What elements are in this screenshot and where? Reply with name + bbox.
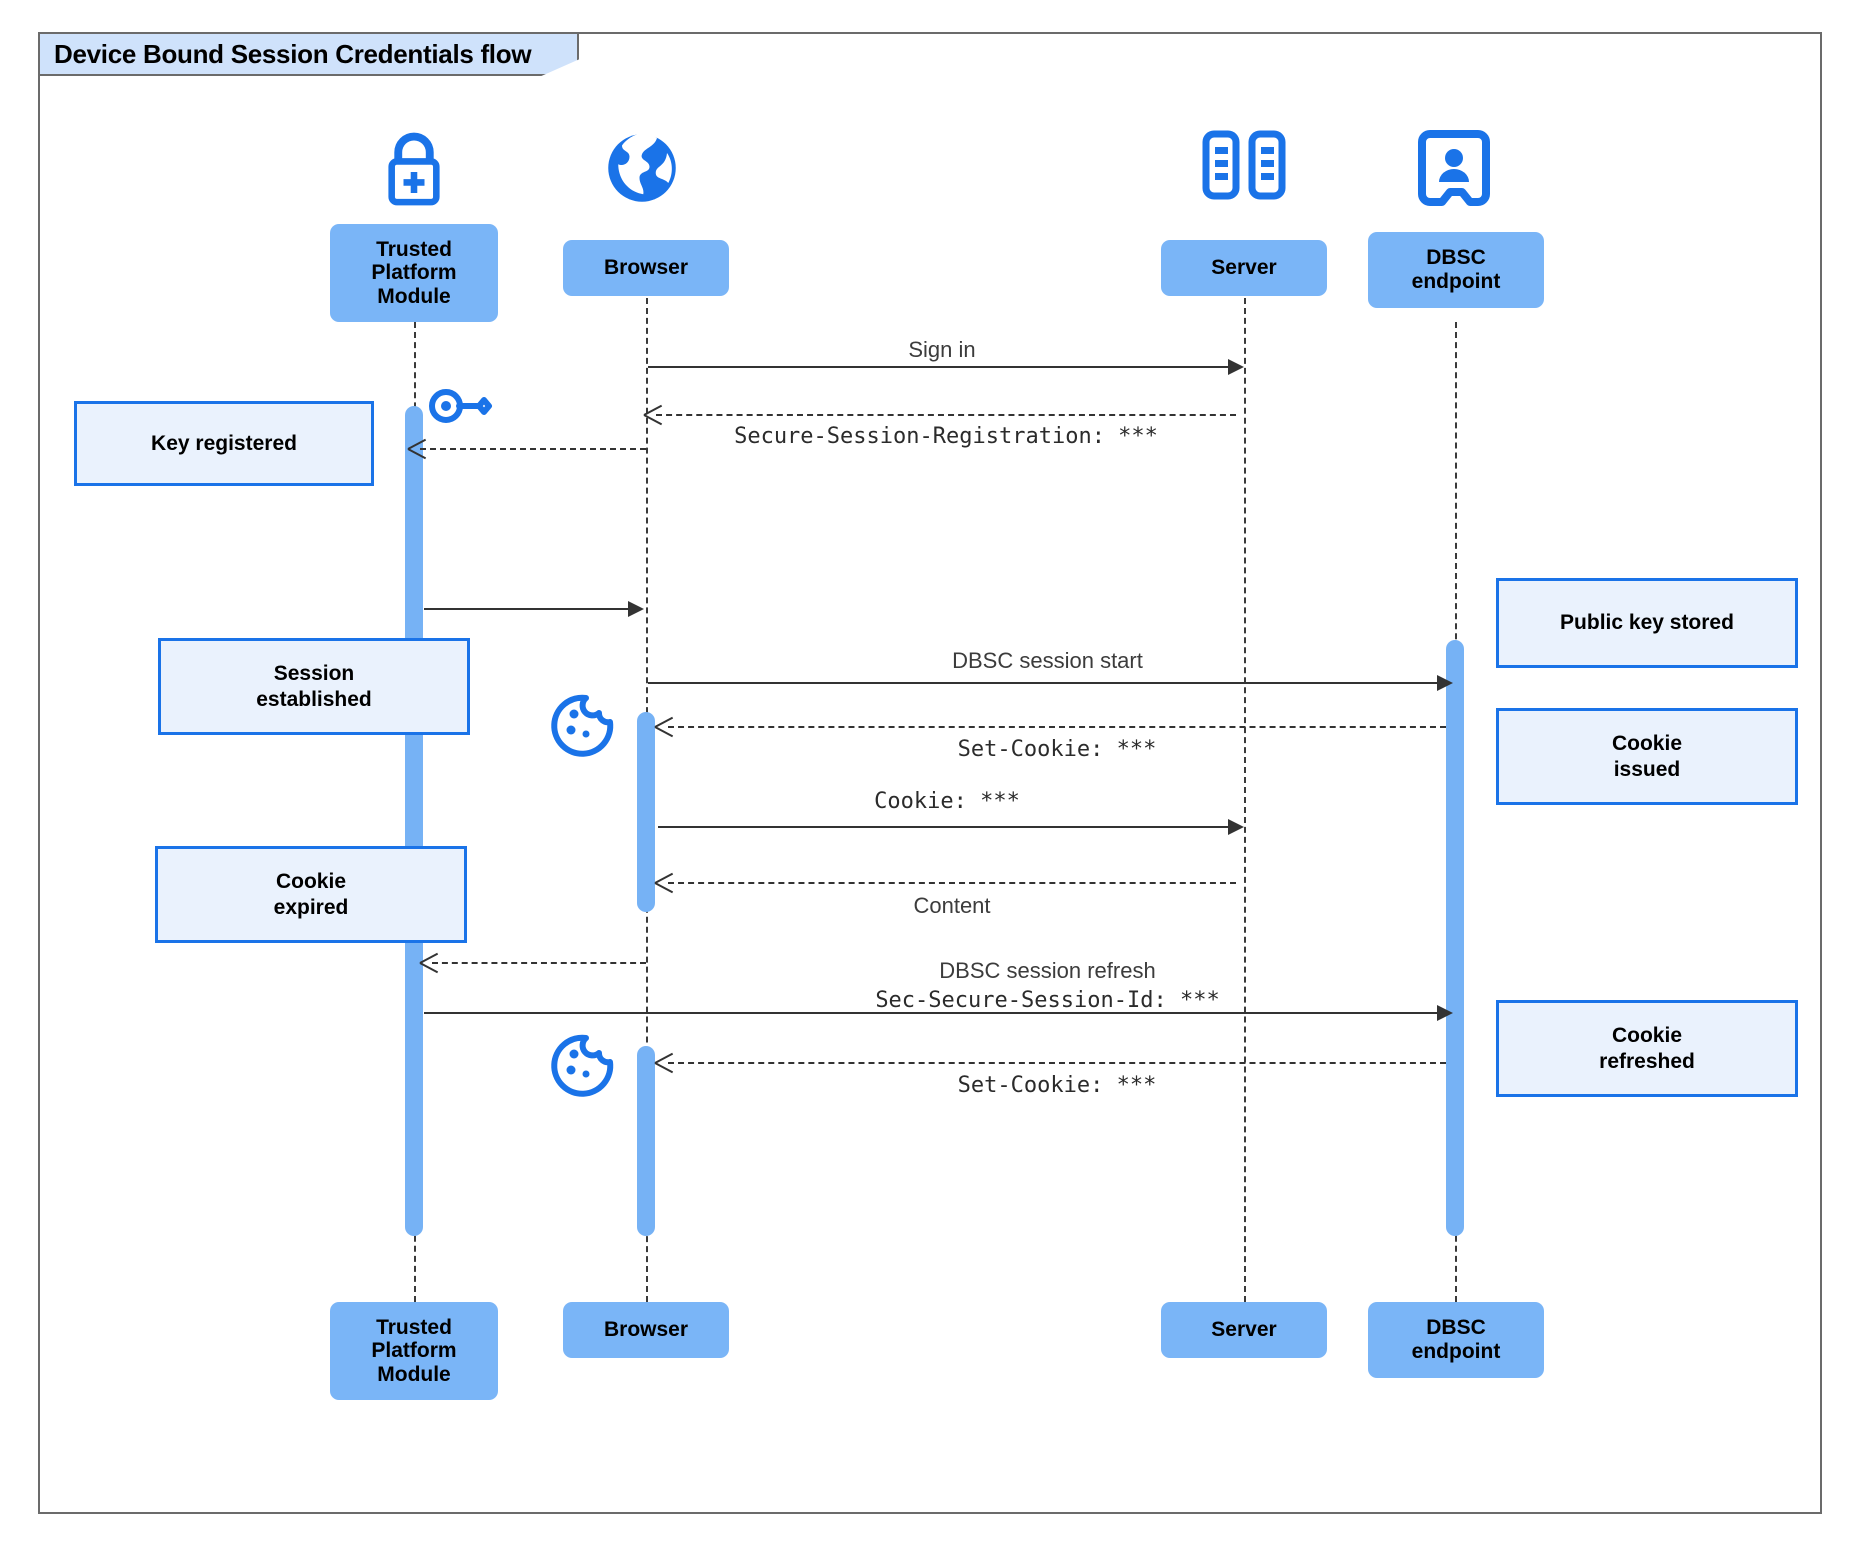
message-line-set-cookie-2 bbox=[668, 1062, 1446, 1064]
message-label-set-cookie-2: Set-Cookie: *** bbox=[957, 1073, 1157, 1098]
note-cookie-issued: Cookie issued bbox=[1496, 708, 1798, 805]
participant-tpm-bottom[interactable]: Trusted Platform Module bbox=[330, 1302, 498, 1400]
arrow-head-key-ready bbox=[628, 601, 644, 617]
key-icon bbox=[428, 385, 496, 432]
message-label-cookie: Cookie: *** bbox=[874, 789, 1020, 814]
arrow-head-set-cookie-1 bbox=[655, 717, 673, 735]
globe-icon bbox=[602, 128, 682, 213]
participant-dbsc-top[interactable]: DBSC endpoint bbox=[1368, 232, 1544, 308]
arrow-head-set-cookie-2 bbox=[655, 1053, 673, 1071]
activation-bar-browser-1 bbox=[637, 712, 655, 912]
message-line-register-key bbox=[420, 448, 646, 450]
message-line-refresh-request bbox=[432, 962, 646, 964]
diagram-title: Device Bound Session Credentials flow bbox=[38, 32, 580, 76]
activation-bar-browser-2 bbox=[637, 1046, 655, 1236]
message-label-set-cookie-1: Set-Cookie: *** bbox=[957, 737, 1157, 762]
arrow-head-register-key bbox=[408, 439, 426, 457]
arrow-head-dbsc-session-refresh bbox=[1437, 1005, 1453, 1021]
arrow-head-sign-in bbox=[1228, 359, 1244, 375]
message-line-sign-in bbox=[648, 366, 1236, 368]
cookie-icon bbox=[550, 692, 616, 763]
participant-tpm-top[interactable]: Trusted Platform Module bbox=[330, 224, 498, 322]
arrow-head-secure-session-registration bbox=[644, 405, 662, 423]
message-label-content: Content bbox=[913, 893, 991, 918]
message-label-dbsc-session-refresh-line2: Sec-Secure-Session-Id: *** bbox=[875, 988, 1220, 1013]
message-line-set-cookie-1 bbox=[668, 726, 1446, 728]
note-key-registered: Key registered bbox=[74, 401, 374, 486]
lock-plus-icon bbox=[372, 126, 456, 215]
message-line-content bbox=[668, 882, 1236, 884]
message-line-dbsc-session-start bbox=[648, 682, 1447, 684]
arrow-head-dbsc-session-start bbox=[1437, 675, 1453, 691]
participant-browser-bottom[interactable]: Browser bbox=[563, 1302, 729, 1358]
arrow-head-content bbox=[655, 873, 673, 891]
participant-server-top[interactable]: Server bbox=[1161, 240, 1327, 296]
note-cookie-expired: Cookie expired bbox=[155, 846, 467, 943]
message-line-dbsc-session-refresh bbox=[424, 1012, 1447, 1014]
cookie-icon bbox=[550, 1032, 616, 1103]
message-label-secure-session-registration: Secure-Session-Registration: *** bbox=[734, 424, 1158, 449]
participant-server-bottom[interactable]: Server bbox=[1161, 1302, 1327, 1358]
message-line-secure-session-registration bbox=[656, 414, 1236, 416]
message-line-key-ready bbox=[424, 608, 636, 610]
activation-bar-tpm bbox=[405, 406, 423, 1236]
note-cookie-refreshed: Cookie refreshed bbox=[1496, 1000, 1798, 1097]
message-label-sign-in: Sign in bbox=[908, 337, 976, 362]
server-rack-icon bbox=[1202, 130, 1286, 207]
lifeline-server bbox=[1244, 278, 1246, 1302]
message-label-dbsc-session-refresh-line1: DBSC session refresh bbox=[939, 958, 1156, 983]
id-badge-icon bbox=[1418, 130, 1490, 211]
note-session-established: Session established bbox=[158, 638, 470, 735]
message-line-cookie bbox=[658, 826, 1236, 828]
arrow-head-refresh-request bbox=[420, 953, 438, 971]
activation-bar-dbsc bbox=[1446, 640, 1464, 1236]
message-label-dbsc-session-start: DBSC session start bbox=[952, 648, 1143, 673]
participant-browser-top[interactable]: Browser bbox=[563, 240, 729, 296]
note-public-key-stored: Public key stored bbox=[1496, 578, 1798, 668]
arrow-head-cookie bbox=[1228, 819, 1244, 835]
participant-dbsc-bottom[interactable]: DBSC endpoint bbox=[1368, 1302, 1544, 1378]
